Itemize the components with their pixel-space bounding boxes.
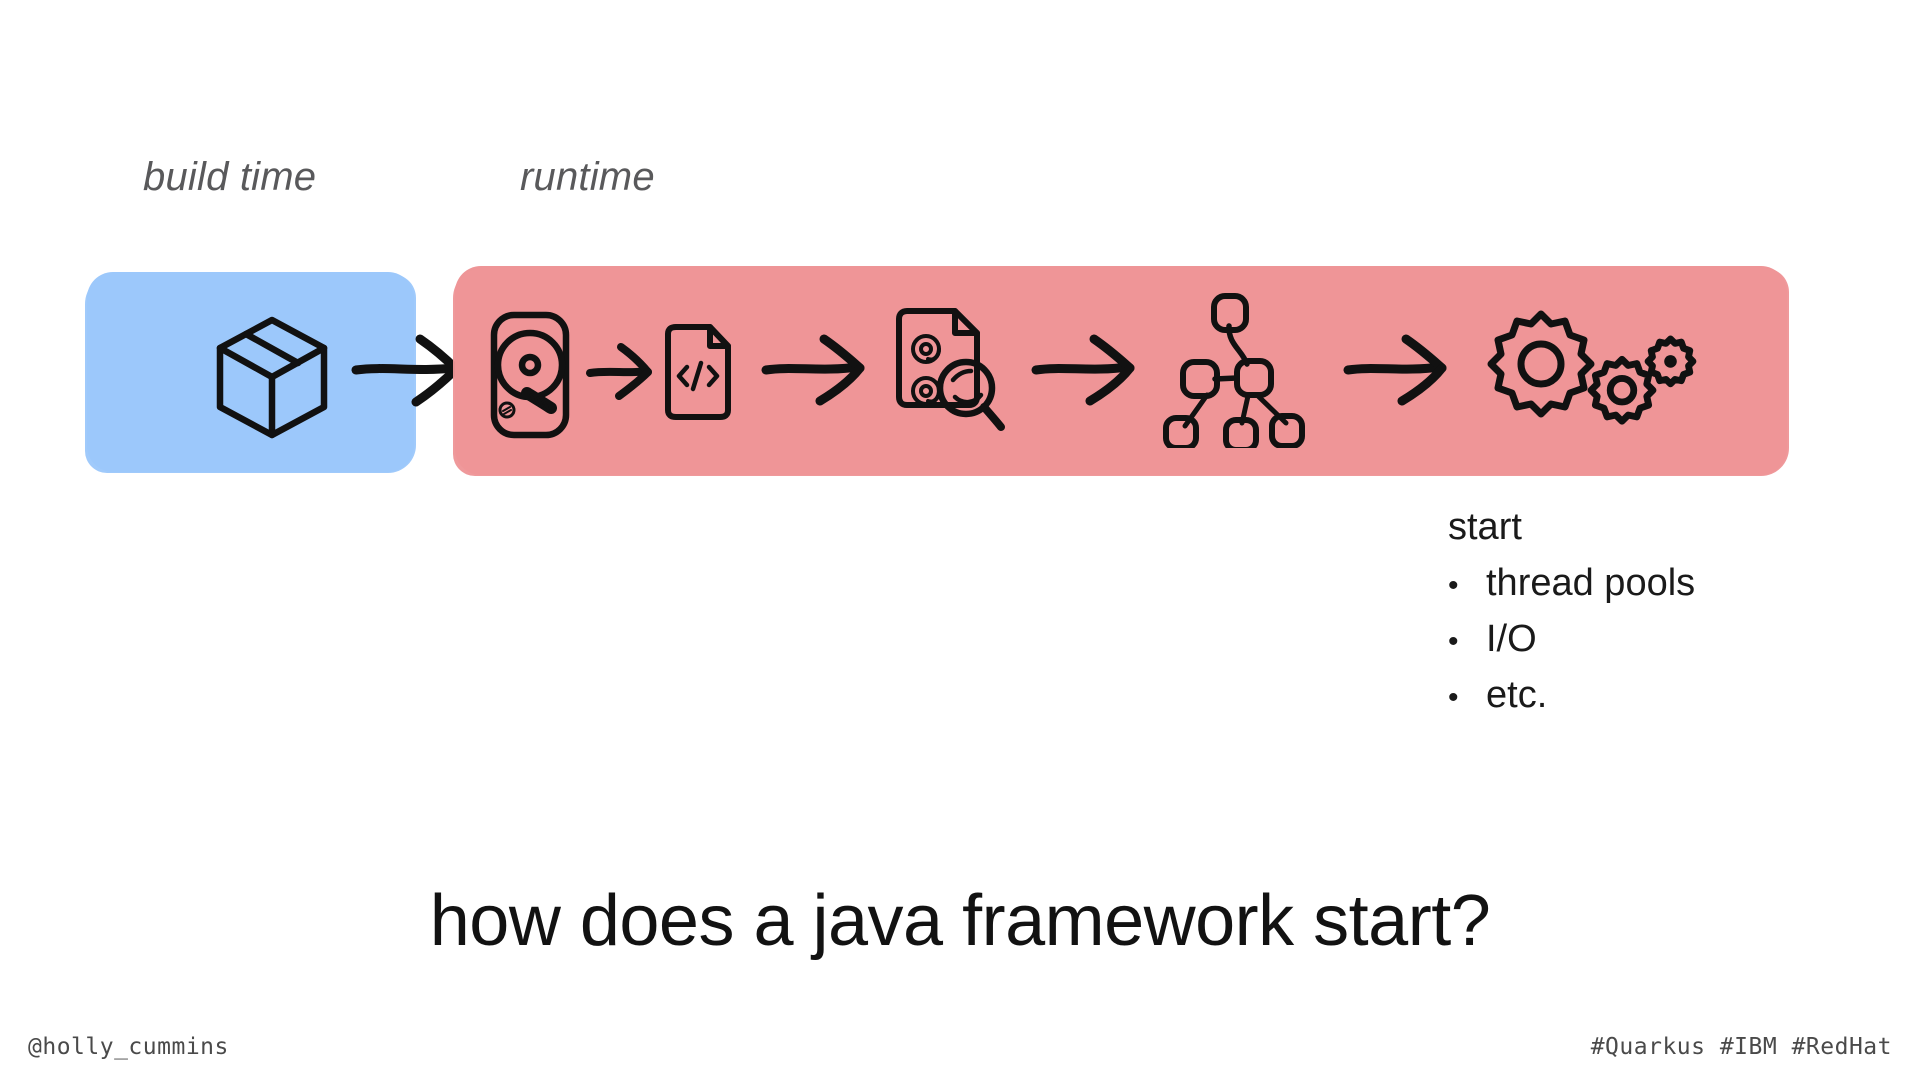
phase-label-build-time: build time bbox=[143, 155, 317, 199]
footer-author-handle: @holly_cummins bbox=[28, 1034, 229, 1060]
at-symbol bbox=[911, 334, 941, 364]
footer-hashtags: #Quarkus #IBM #RedHat bbox=[1590, 1034, 1892, 1060]
code-document-icon bbox=[662, 322, 734, 422]
list-item: • thread pools bbox=[1448, 564, 1868, 602]
dependency-graph-icon bbox=[1152, 288, 1312, 448]
arrow-right-icon bbox=[1342, 330, 1452, 408]
at-symbol bbox=[911, 376, 941, 406]
start-details-block: start • thread pools • I/O • etc. bbox=[1448, 508, 1868, 732]
arrow-right-icon bbox=[350, 330, 468, 410]
runtime-panel bbox=[453, 266, 1789, 476]
list-item-label: thread pools bbox=[1486, 562, 1696, 604]
gear-medium bbox=[1587, 355, 1657, 425]
gear-large bbox=[1487, 310, 1595, 418]
annotation-scan-icon bbox=[893, 305, 1013, 433]
list-item-label: I/O bbox=[1486, 618, 1537, 660]
package-box-icon bbox=[212, 315, 332, 440]
bullet-dot-icon: • bbox=[1448, 569, 1459, 602]
hard-disk-icon bbox=[489, 310, 571, 440]
gear-small bbox=[1644, 335, 1697, 388]
arrow-right-icon bbox=[760, 330, 870, 408]
list-item: • I/O bbox=[1448, 620, 1868, 658]
phase-label-runtime: runtime bbox=[520, 155, 655, 199]
bullet-dot-icon: • bbox=[1448, 681, 1459, 714]
bullet-dot-icon: • bbox=[1448, 625, 1459, 658]
arrow-right-icon bbox=[1030, 330, 1140, 408]
start-heading: start bbox=[1448, 506, 1522, 548]
list-item: • etc. bbox=[1448, 676, 1868, 714]
gears-icon bbox=[1483, 310, 1703, 435]
arrow-right-icon bbox=[585, 340, 655, 402]
list-item-label: etc. bbox=[1486, 674, 1548, 716]
page-title: how does a java framework start? bbox=[429, 881, 1491, 961]
